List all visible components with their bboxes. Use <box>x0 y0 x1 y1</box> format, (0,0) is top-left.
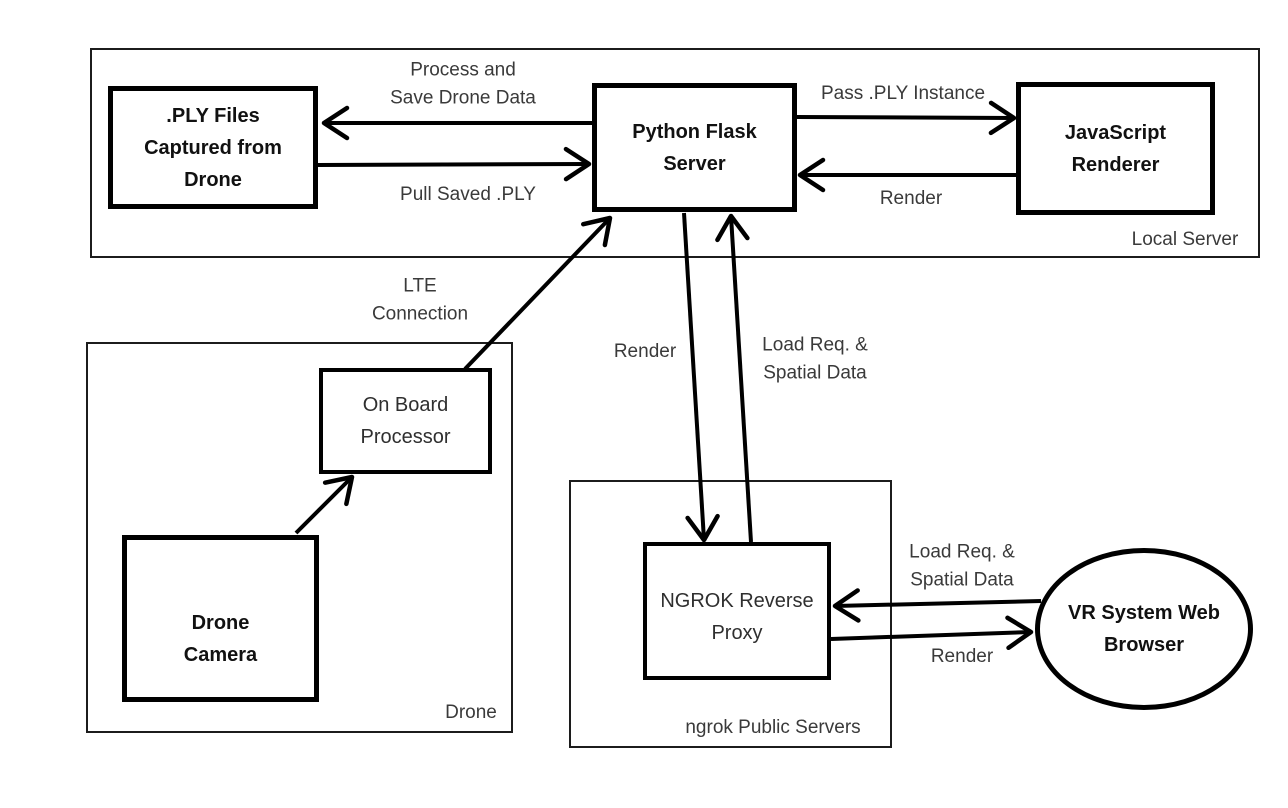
edge-label-pass-ply-instance: Pass .PLY Instance <box>820 83 986 105</box>
edge-label-render-flask-to-ngrok: Render <box>613 341 677 363</box>
node-ngrok-reverse-proxy: NGROK Reverse Proxy <box>643 542 831 680</box>
edge-label-process-save: Process and Save Drone Data <box>390 59 536 108</box>
drone-container <box>86 342 513 733</box>
node-javascript-renderer: JavaScript Renderer <box>1016 82 1215 215</box>
node-python-flask-server: Python Flask Server <box>592 83 797 212</box>
edge-label-load-req-upstream: Load Req. & Spatial Data <box>762 334 868 383</box>
node-label-ngrok-reverse-proxy: NGROK Reverse Proxy <box>660 590 814 644</box>
node-drone-camera: Drone Camera <box>122 535 319 702</box>
container-label-drone: Drone <box>445 702 497 723</box>
node-ply-files: .PLY Files Captured from Drone <box>108 86 318 209</box>
node-label-drone-camera: Drone Camera <box>183 611 258 666</box>
node-label-python-flask-server: Python Flask Server <box>632 120 757 175</box>
edge-label-render-to-vr: Render <box>930 646 994 668</box>
node-label-onboard-processor: On Board Processor <box>360 394 451 448</box>
node-label-vr-system-web-browser: VR System Web Browser <box>1068 602 1220 656</box>
node-vr-system-web-browser: VR System Web Browser <box>1035 548 1253 710</box>
container-label-local-server: Local Server <box>1131 229 1239 250</box>
edge-label-load-req-from-vr: Load Req. & Spatial Data <box>909 541 1015 590</box>
node-onboard-processor: On Board Processor <box>319 368 492 474</box>
edge-label-render-js-to-flask: Render <box>879 188 943 210</box>
edge-label-lte-connection: LTE Connection <box>371 275 469 324</box>
container-label-ngrok-public-servers: ngrok Public Servers <box>685 717 861 738</box>
node-label-javascript-renderer: JavaScript Renderer <box>1064 121 1167 176</box>
edge-label-pull-saved-ply: Pull Saved .PLY <box>400 184 536 206</box>
local-server-container <box>90 48 1260 258</box>
node-label-ply-files: .PLY Files Captured from Drone <box>144 104 282 191</box>
